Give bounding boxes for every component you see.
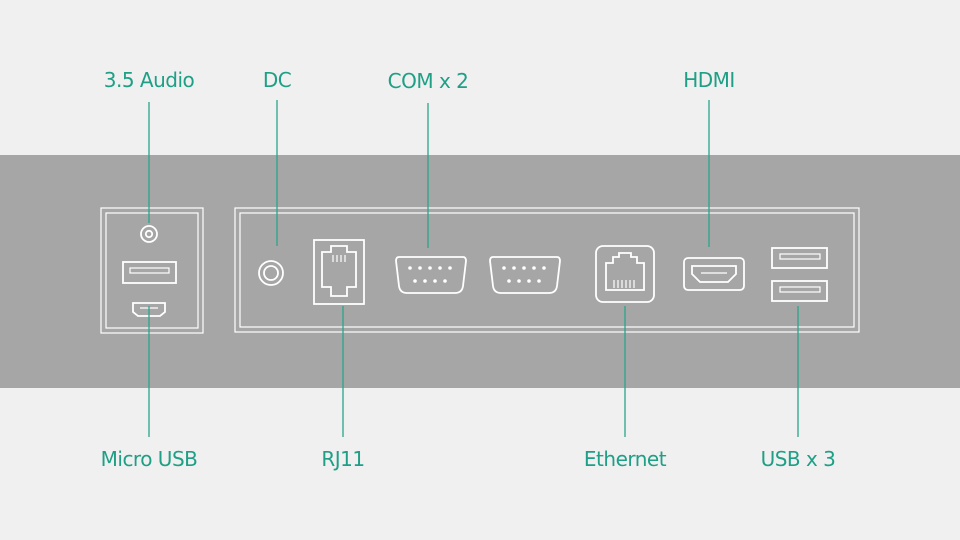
com-port-1-icon <box>395 256 467 294</box>
usb-a-port-top-icon <box>771 247 828 269</box>
label-dc: DC <box>263 68 291 92</box>
audio-jack-icon <box>140 225 158 243</box>
ethernet-port-icon <box>595 245 655 303</box>
device-band <box>0 155 960 388</box>
dc-jack-icon <box>258 260 284 286</box>
usb-a-port-icon <box>122 261 177 284</box>
com-port-2-icon <box>489 256 561 294</box>
label-rj11: RJ11 <box>321 447 364 471</box>
usb-a-port-bottom-icon <box>771 280 828 302</box>
side-panel <box>100 207 204 334</box>
rj11-port-icon <box>313 239 365 305</box>
label-com: COM x 2 <box>388 69 469 93</box>
hdmi-port-icon <box>683 257 745 291</box>
label-hdmi: HDMI <box>683 68 735 92</box>
label-micro-usb: Micro USB <box>101 447 198 471</box>
label-ethernet: Ethernet <box>584 447 667 471</box>
main-panel <box>234 207 860 333</box>
label-audio: 3.5 Audio <box>104 68 195 92</box>
label-usb: USB x 3 <box>761 447 836 471</box>
